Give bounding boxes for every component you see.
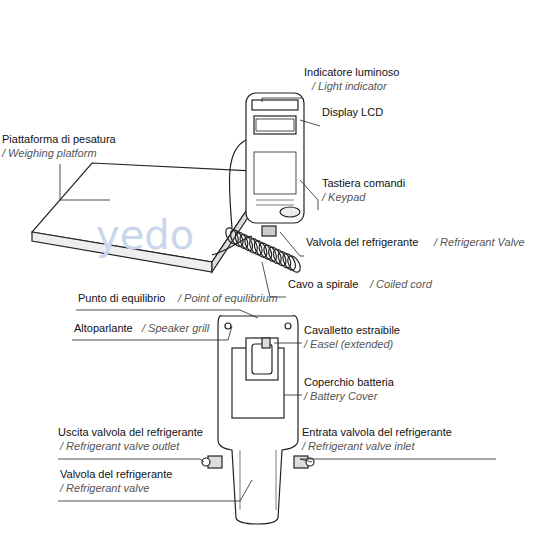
coil-winding	[276, 249, 294, 270]
english-label: / Refrigerant valve outlet	[60, 440, 179, 453]
coil-winding	[247, 236, 265, 257]
english-label: / Keypad	[322, 191, 365, 204]
handheld-back	[202, 316, 314, 524]
coil-winding	[285, 254, 303, 275]
coil-winding	[271, 247, 289, 268]
english-label: / Point of equilibrium	[178, 292, 278, 305]
part-label: Coperchio batteria	[304, 376, 394, 389]
part-label: Punto di equilibrio	[78, 292, 165, 305]
english-label: / Refrigerant valve inlet	[302, 440, 415, 453]
part-label: Altoparlante	[74, 322, 133, 335]
coil-winding	[223, 226, 241, 247]
part-label: Valvola del refrigerante	[306, 236, 418, 249]
part-label: Cavo a spirale	[288, 278, 358, 291]
coil-winding	[280, 252, 298, 273]
leader-lines	[58, 98, 496, 501]
coil-winding	[228, 228, 246, 249]
english-label: / Easel (extended)	[304, 338, 393, 351]
coil-winding	[261, 243, 279, 264]
part-label: Entrata valvola del refrigerante	[302, 426, 452, 439]
handheld-unit	[229, 93, 304, 228]
weighing-platform	[32, 163, 272, 272]
english-label: / Battery Cover	[304, 390, 377, 403]
english-label: / Speaker grill	[142, 322, 209, 335]
part-label: Valvola del refrigerante	[60, 468, 172, 481]
english-label: / Weighing platform	[2, 147, 97, 160]
part-label: Uscita valvola del refrigerante	[58, 426, 203, 439]
part-label: Display LCD	[322, 106, 383, 119]
coil-winding	[242, 234, 260, 255]
watermark: yedo	[96, 212, 194, 258]
coil-winding	[266, 245, 284, 266]
coil-winding	[233, 230, 251, 251]
valve	[262, 226, 276, 236]
part-label: Piattaforma di pesatura	[2, 133, 116, 146]
english-label: / Coiled cord	[370, 278, 432, 291]
coil-winding	[257, 241, 275, 262]
coil-winding	[237, 232, 255, 253]
english-label: / Refrigerant valve	[60, 482, 149, 495]
coil-winding	[252, 239, 270, 260]
part-label: Tastiera comandi	[322, 177, 405, 190]
english-label: / Refrigerant Valve	[434, 236, 525, 249]
part-label: Indicatore luminoso	[304, 66, 399, 79]
part-label: Cavalletto estraibile	[304, 324, 400, 337]
english-label: / Light indicator	[312, 80, 387, 93]
cord	[229, 140, 246, 228]
